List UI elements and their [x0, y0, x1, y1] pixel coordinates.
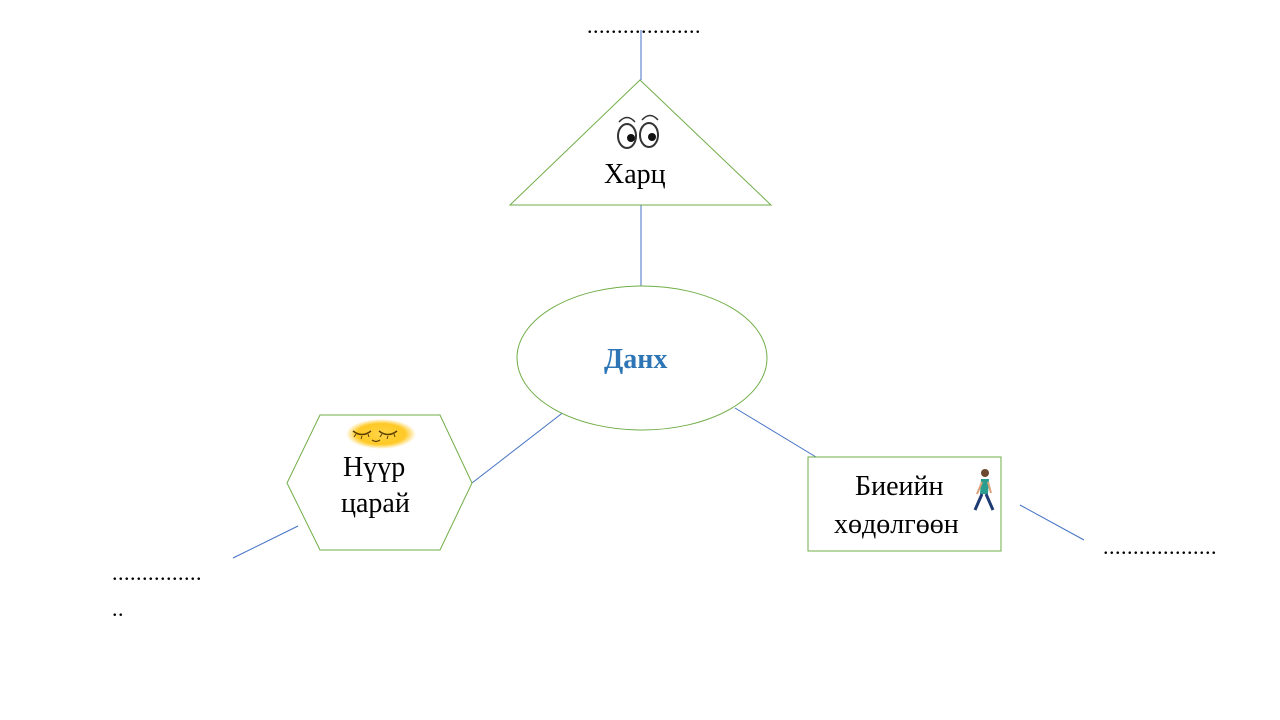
left-node-label-line2: царай [341, 488, 410, 519]
right-node-label-line1: Биеийн [855, 471, 944, 502]
right-node-label-line2: хөдөлгөөн [834, 509, 959, 540]
right-blank-dots: ................... [1103, 534, 1217, 559]
connector-center-left [471, 410, 566, 484]
hexagon-node [286, 414, 473, 551]
center-ellipse [516, 285, 768, 431]
top-blank-dots: ................... [587, 13, 701, 38]
connector-right-blank [1019, 504, 1085, 541]
walking-person-icon [973, 469, 995, 511]
left-blank-dots-line2: .. [112, 596, 124, 621]
rectangle-node [807, 456, 1002, 552]
triangle-node [508, 79, 773, 206]
connector-left-blank [232, 525, 299, 559]
left-node-label-line1: Нүүр [343, 452, 406, 483]
connector-center-right [734, 407, 817, 458]
eyes-icon [617, 114, 659, 149]
left-blank-dots-line1: ............... [112, 560, 202, 585]
top-node-label: Харц [604, 159, 666, 190]
sleepy-face-icon [346, 419, 416, 449]
center-label: Данх [604, 344, 668, 375]
